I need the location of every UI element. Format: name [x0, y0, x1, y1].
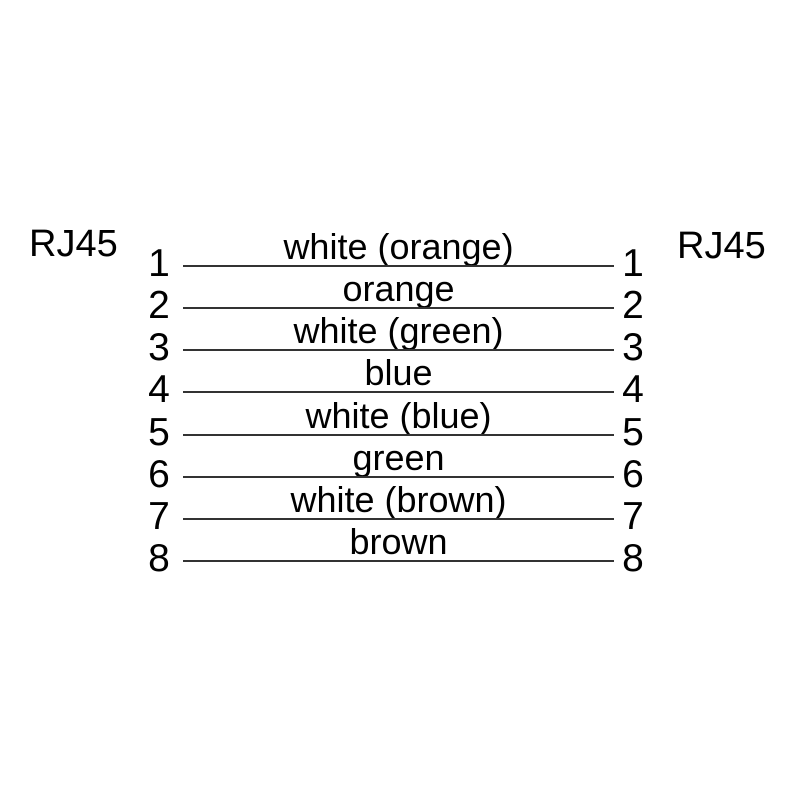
- left-pin-number: 5: [148, 411, 170, 454]
- wire-line: [183, 349, 614, 352]
- wire-line: [183, 518, 614, 521]
- wire-color-label: orange: [342, 268, 455, 309]
- wire-line: [183, 391, 614, 394]
- right-pin-number: 6: [622, 453, 644, 496]
- wire-line: [183, 476, 614, 479]
- wire-line: [183, 307, 614, 310]
- wire-color-label: white (orange): [283, 226, 514, 267]
- left-pin-number: 6: [148, 453, 170, 496]
- wire-line: [183, 434, 614, 437]
- wire-line: [183, 265, 614, 268]
- left-pin-number: 4: [148, 368, 170, 411]
- right-pin-number: 3: [622, 326, 644, 369]
- right-pin-number: 4: [622, 368, 644, 411]
- left-connector-label: RJ45: [29, 223, 118, 265]
- right-connector-label: RJ45: [677, 225, 766, 267]
- left-pin-number: 2: [148, 284, 170, 327]
- wire-color-label: blue: [364, 352, 433, 393]
- wire-line: [183, 560, 614, 563]
- right-pin-number: 8: [622, 537, 644, 580]
- left-pin-number: 1: [148, 242, 170, 285]
- right-pin-number: 7: [622, 495, 644, 538]
- right-pin-number: 5: [622, 411, 644, 454]
- wire-color-label: white (green): [293, 310, 504, 351]
- left-pin-number: 8: [148, 537, 170, 580]
- wire-color-label: white (blue): [305, 395, 492, 436]
- right-pin-number: 2: [622, 284, 644, 327]
- left-pin-number: 7: [148, 495, 170, 538]
- wire-color-label: white (brown): [290, 479, 507, 520]
- wire-color-label: green: [352, 437, 445, 478]
- left-pin-number: 3: [148, 326, 170, 369]
- right-pin-number: 1: [622, 242, 644, 285]
- wire-color-label: brown: [349, 521, 448, 562]
